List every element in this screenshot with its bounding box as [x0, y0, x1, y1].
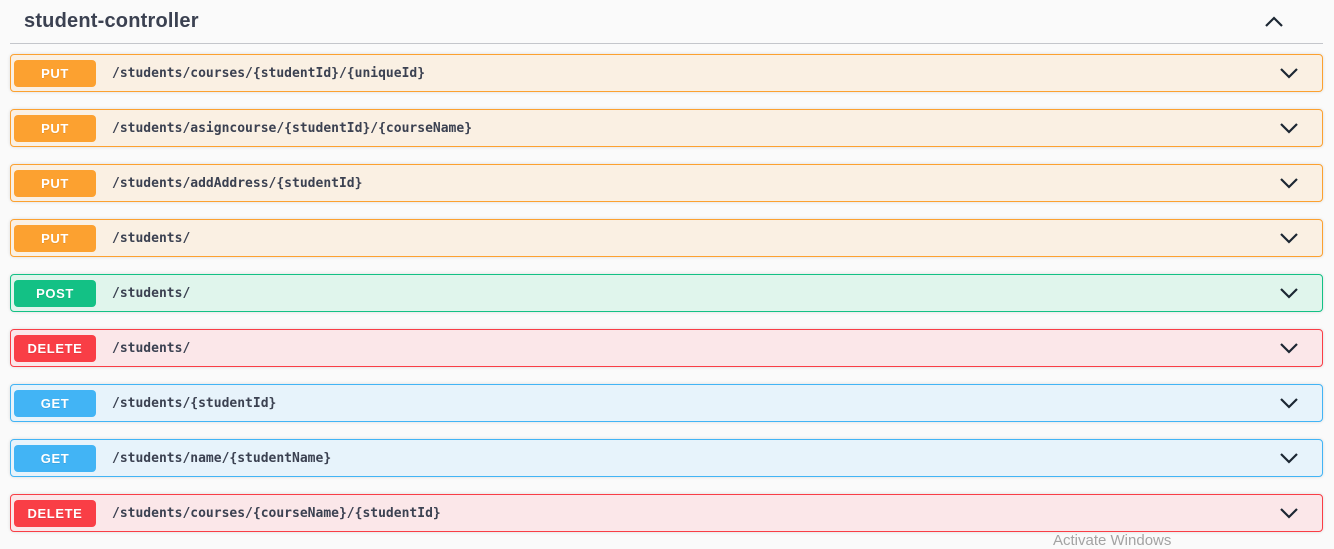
endpoint-path: /students/asigncourse/{studentId}/{cours… — [112, 120, 473, 136]
endpoint-path: /students/addAddress/{studentId} — [112, 175, 363, 191]
endpoint-row[interactable]: DELETE /students/ — [10, 329, 1323, 367]
controller-title: student-controller — [24, 10, 199, 32]
expand-operation-button[interactable] — [1278, 505, 1300, 521]
chevron-down-icon — [1280, 398, 1298, 409]
expand-operation-button[interactable] — [1278, 175, 1300, 191]
endpoint-path: /students/ — [112, 230, 191, 246]
expand-operation-button[interactable] — [1278, 285, 1300, 301]
chevron-down-icon — [1280, 233, 1298, 244]
endpoint-path: /students/{studentId} — [112, 395, 277, 411]
expand-operation-button[interactable] — [1278, 340, 1300, 356]
chevron-down-icon — [1280, 508, 1298, 519]
endpoint-row[interactable]: GET /students/name/{studentName} — [10, 439, 1323, 477]
expand-operation-button[interactable] — [1278, 120, 1300, 136]
endpoint-path: /students/ — [112, 285, 191, 301]
endpoint-path: /students/ — [112, 340, 191, 356]
chevron-down-icon — [1280, 68, 1298, 79]
chevron-down-icon — [1280, 288, 1298, 299]
http-method-badge: DELETE — [14, 334, 96, 362]
http-method-badge: GET — [14, 444, 96, 472]
controller-section-header[interactable]: student-controller — [10, 0, 1323, 44]
controller-section: student-controller PUT /students/courses… — [10, 0, 1323, 532]
chevron-down-icon — [1280, 178, 1298, 189]
endpoint-path: /students/courses/{courseName}/{studentI… — [112, 505, 441, 521]
expand-operation-button[interactable] — [1278, 395, 1300, 411]
chevron-up-icon — [1265, 15, 1283, 27]
http-method-badge: POST — [14, 279, 96, 307]
endpoint-row[interactable]: GET /students/{studentId} — [10, 384, 1323, 422]
endpoint-row[interactable]: PUT /students/addAddress/{studentId} — [10, 164, 1323, 202]
endpoint-path: /students/courses/{studentId}/{uniqueId} — [112, 65, 426, 81]
http-method-badge: DELETE — [14, 499, 96, 527]
chevron-down-icon — [1280, 123, 1298, 134]
http-method-badge: PUT — [14, 114, 96, 142]
endpoint-row[interactable]: DELETE /students/courses/{courseName}/{s… — [10, 494, 1323, 532]
http-method-badge: PUT — [14, 224, 96, 252]
collapse-section-button[interactable] — [1263, 14, 1285, 30]
http-method-badge: GET — [14, 389, 96, 417]
http-method-badge: PUT — [14, 169, 96, 197]
chevron-down-icon — [1280, 343, 1298, 354]
expand-operation-button[interactable] — [1278, 230, 1300, 246]
expand-operation-button[interactable] — [1278, 450, 1300, 466]
expand-operation-button[interactable] — [1278, 65, 1300, 81]
endpoint-row[interactable]: PUT /students/asigncourse/{studentId}/{c… — [10, 109, 1323, 147]
endpoint-row[interactable]: PUT /students/courses/{studentId}/{uniqu… — [10, 54, 1323, 92]
endpoint-list: PUT /students/courses/{studentId}/{uniqu… — [10, 44, 1323, 532]
chevron-down-icon — [1280, 453, 1298, 464]
http-method-badge: PUT — [14, 59, 96, 87]
endpoint-row[interactable]: POST /students/ — [10, 274, 1323, 312]
endpoint-row[interactable]: PUT /students/ — [10, 219, 1323, 257]
endpoint-path: /students/name/{studentName} — [112, 450, 332, 466]
